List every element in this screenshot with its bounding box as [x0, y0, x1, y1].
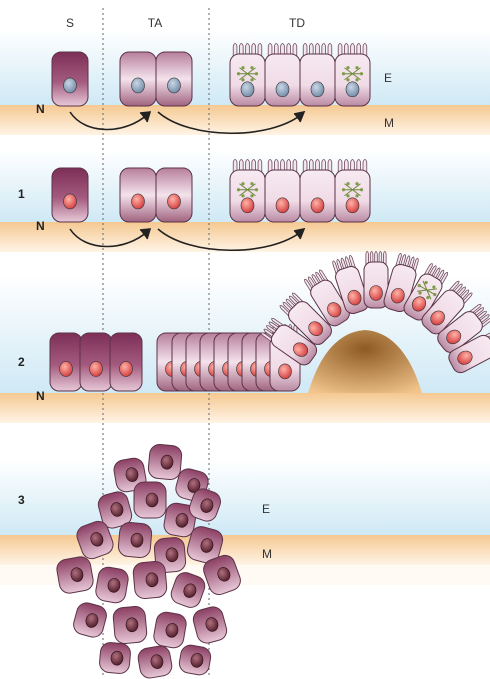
nucleus — [346, 82, 359, 97]
stem-cell — [110, 333, 142, 391]
label-m-normal: M — [384, 116, 394, 130]
cell-body — [230, 170, 265, 222]
tumor-cell — [94, 566, 129, 605]
column-header-s: S — [66, 16, 74, 30]
tumor-cell — [178, 644, 212, 677]
cell-body — [335, 54, 370, 106]
nucleus — [60, 361, 73, 376]
tumor-cell — [112, 606, 147, 645]
nucleus — [120, 361, 133, 376]
label-e-row3: E — [262, 502, 270, 516]
epithelium-band — [0, 460, 490, 535]
row-label-3: 3 — [18, 493, 25, 507]
nucleus — [146, 493, 158, 507]
ta-cell — [120, 52, 156, 106]
nucleus — [311, 82, 324, 97]
label-n-normal: N — [36, 102, 45, 116]
nucleus — [276, 82, 289, 97]
tumor-cell — [137, 644, 174, 679]
nucleus — [241, 82, 254, 97]
label-m-row3: M — [262, 547, 272, 561]
nucleus — [168, 194, 181, 209]
cell-body — [265, 54, 300, 106]
stem-cell — [52, 52, 88, 106]
ta-cell — [156, 52, 192, 106]
tumor-cell — [148, 444, 183, 481]
td-cell — [230, 44, 265, 107]
cell-body — [300, 54, 335, 106]
td-cell — [335, 160, 370, 223]
tumor-cell — [99, 642, 132, 675]
td-cell — [335, 44, 370, 107]
ta-cell — [120, 168, 156, 222]
td-cell — [265, 160, 300, 223]
mesenchyme-band — [0, 222, 490, 252]
tumor-cell — [152, 611, 187, 650]
tumor-cell — [134, 482, 166, 518]
mesenchyme-band — [0, 393, 490, 423]
cell-body — [230, 54, 265, 106]
stem-cell — [50, 333, 82, 391]
cell-body — [300, 170, 335, 222]
nucleus — [311, 198, 324, 213]
label-n-row1: N — [36, 219, 45, 233]
nucleus — [64, 194, 77, 209]
stem-cell — [52, 168, 88, 222]
mesenchyme-band — [0, 105, 490, 135]
nucleus — [132, 194, 145, 209]
nucleus — [64, 78, 77, 93]
row-label-1: 1 — [18, 187, 25, 201]
td-cell — [230, 160, 265, 223]
tumor-cell — [118, 522, 153, 559]
tumor-cell — [132, 561, 167, 600]
stem-cell — [80, 333, 112, 391]
tumor-cell — [191, 605, 229, 646]
nucleus — [346, 198, 359, 213]
cell-body — [335, 170, 370, 222]
nucleus — [168, 78, 181, 93]
label-e-normal: E — [384, 71, 392, 85]
column-header-td: TD — [289, 16, 305, 30]
label-n-row2: N — [36, 389, 45, 403]
ta-cell — [156, 168, 192, 222]
nucleus — [370, 286, 383, 301]
td-cell — [300, 44, 335, 107]
row-label-2: 2 — [18, 355, 25, 369]
td-cell — [300, 160, 335, 223]
nucleus — [276, 198, 289, 213]
nucleus — [241, 198, 254, 213]
td-cell — [265, 44, 300, 107]
cell-body — [265, 170, 300, 222]
tumor-cell — [55, 555, 94, 594]
column-header-ta: TA — [148, 16, 162, 30]
nucleus — [90, 361, 103, 376]
nucleus — [132, 78, 145, 93]
nucleus — [279, 364, 292, 379]
